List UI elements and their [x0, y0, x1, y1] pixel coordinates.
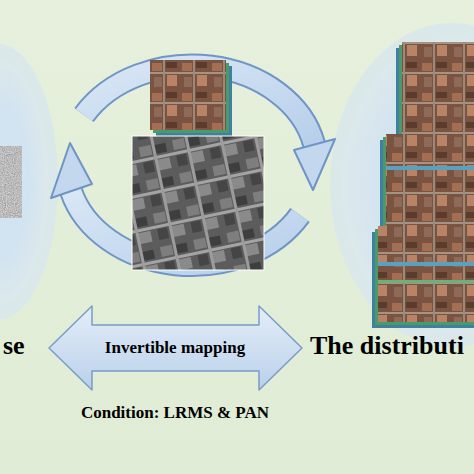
noise-region: [0, 44, 58, 320]
arrow-label: Invertible mapping: [105, 338, 245, 358]
image-stack: [372, 42, 474, 328]
caption-text: Condition: LRMS & PAN: [81, 403, 269, 423]
caption-text: The distributi: [310, 331, 464, 361]
distribution-region: [330, 23, 474, 347]
double-arrow-box: Invertible mapping: [48, 305, 303, 391]
caption-text: se: [3, 331, 25, 361]
pan-image: [132, 136, 264, 270]
noise-image: [0, 146, 22, 218]
double-arrow-outline: [49, 306, 302, 390]
lrms-image: [150, 60, 232, 136]
